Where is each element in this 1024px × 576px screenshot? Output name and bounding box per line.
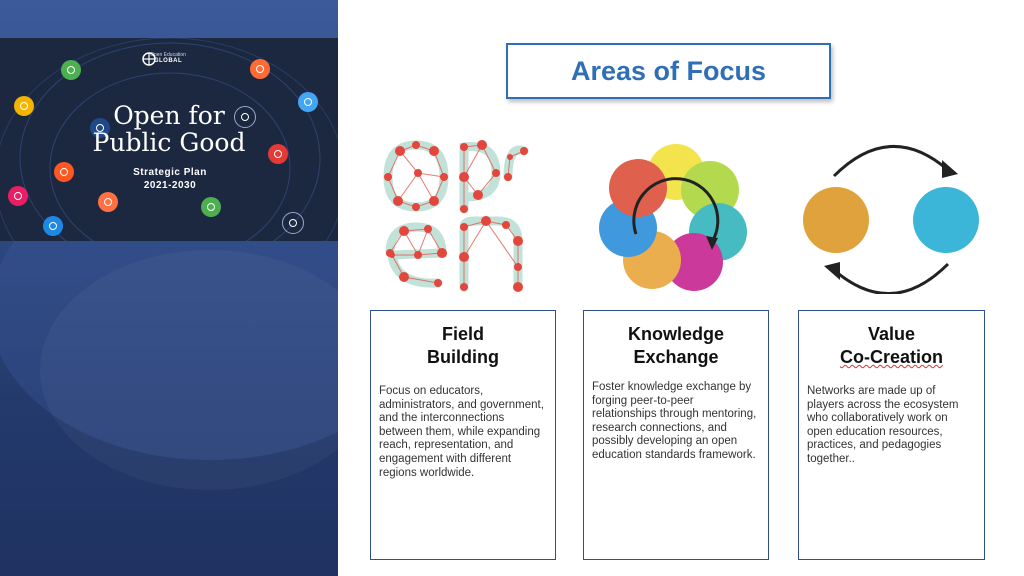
value-cocreation-cycle-illustration — [803, 145, 979, 294]
target-icon — [268, 144, 288, 164]
knowledge-exchange-circles-illustration — [599, 144, 747, 291]
card-title-line1: Value — [867, 324, 916, 344]
slide-title: Areas of Focus — [570, 55, 767, 86]
card-title: Knowledge Exchange — [584, 323, 768, 369]
slide-title-box: Areas of Focus — [506, 43, 831, 99]
scale-icon — [61, 60, 81, 80]
open-network-illustration — [383, 140, 529, 292]
card-knowledge-exchange: Knowledge Exchange Foster knowledge exch… — [583, 310, 769, 560]
cover-subtitle: Strategic Plan 2021-2030 — [90, 166, 250, 192]
wifi-icon — [43, 216, 63, 236]
goal-icon — [98, 192, 118, 212]
card-title-line2: Co-Creation — [840, 347, 943, 367]
card-title-line1: Field — [441, 324, 484, 344]
card-title: Value Co-Creation — [799, 323, 984, 369]
card-title: Field Building — [371, 323, 555, 369]
cover-title-line2: Public Good — [92, 128, 246, 157]
handshake-icon — [14, 96, 34, 116]
lightbulb-icon — [90, 118, 110, 138]
growth-icon — [201, 197, 221, 217]
cover-subtitle-line2: 2021-2030 — [143, 180, 197, 191]
card-title-line2: Exchange — [633, 347, 719, 367]
cover-subtitle-line1: Strategic Plan — [133, 167, 207, 178]
strategic-plan-cover: Open Education GLOBAL Open for Public Go… — [0, 0, 338, 576]
card-title-line1: Knowledge — [627, 324, 724, 344]
cover-title: Open for Public Good — [60, 102, 278, 156]
atom-icon — [234, 106, 256, 128]
card-field-building: Field Building Focus on educators, admin… — [370, 310, 556, 560]
cover-title-line1: Open for — [113, 101, 225, 130]
people-icon — [250, 59, 270, 79]
cover-decor-circle-2 — [40, 250, 338, 490]
document-icon — [282, 212, 304, 234]
cover-band: Open Education GLOBAL — [0, 38, 338, 241]
card-title-line2: Building — [427, 347, 499, 367]
oeg-logo: Open Education GLOBAL — [140, 52, 196, 66]
card-body: Foster knowledge exchange by forging pee… — [592, 381, 757, 461]
logo-org-line2: GLOBAL — [153, 58, 183, 64]
network-icon — [298, 92, 318, 112]
person-icon — [54, 162, 74, 182]
card-body: Networks are made up of players across t… — [807, 385, 959, 465]
globe-logo-icon — [142, 52, 156, 66]
card-body: Focus on educators, administrators, and … — [379, 385, 544, 479]
logo-org-line1: Open Education — [150, 52, 186, 58]
language-icon — [8, 186, 28, 206]
card-value-cocreation: Value Co-Creation Networks are made up o… — [798, 310, 985, 560]
cover-orbit-lines — [0, 38, 338, 241]
